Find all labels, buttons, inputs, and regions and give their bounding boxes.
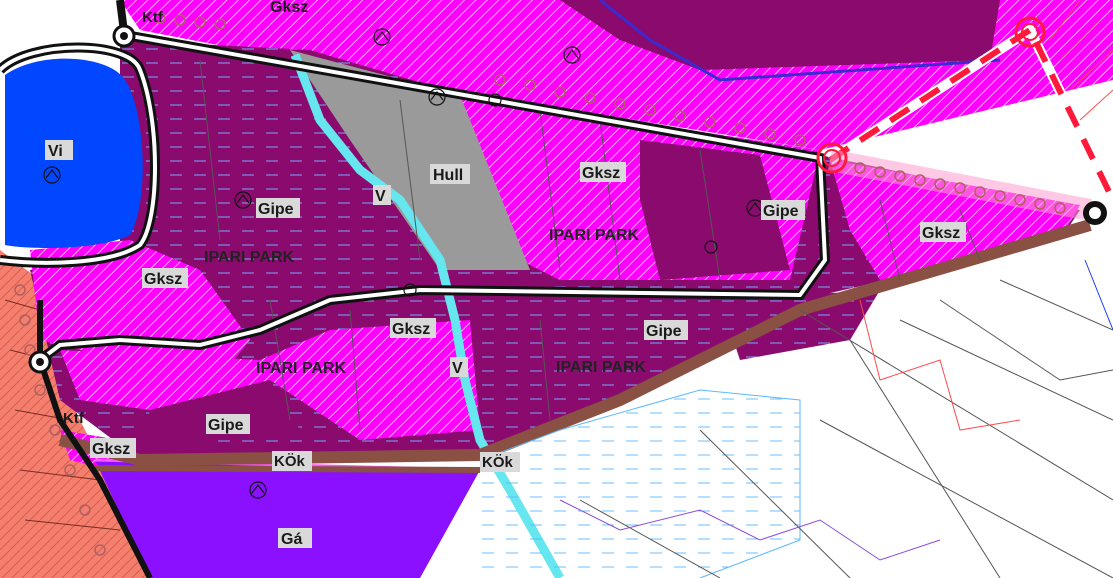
hull-zone [290, 50, 530, 270]
road-label-ktf: Ktf [142, 9, 164, 26]
svg-text:Gksz: Gksz [582, 165, 620, 182]
west-road [37, 300, 153, 578]
zone-label-gksz: Gksz [390, 318, 436, 338]
junction-marker-icon [1014, 16, 1046, 48]
park-label: IPARI PARK [556, 359, 647, 376]
zone-label-gipe: Gipe [256, 198, 300, 218]
svg-text:KÖk: KÖk [482, 454, 514, 471]
svg-text:Gipe: Gipe [646, 323, 682, 340]
zone-label-gksz: Gksz [90, 438, 136, 458]
zone-label-gksz: Gksz [142, 268, 188, 288]
gipe-zone-block-a [640, 140, 790, 280]
top-right-boundary [599, 0, 1001, 82]
utility-symbol-icon [43, 28, 764, 499]
boundary-circles [14, 12, 806, 556]
vi-zone [5, 58, 143, 248]
svg-text:Gksz: Gksz [144, 271, 182, 288]
svg-text:Vi: Vi [48, 143, 63, 160]
park-label: IPARI PARK [204, 249, 295, 266]
svg-text:KÖk: KÖk [274, 453, 306, 470]
flood-zone-outline [479, 389, 801, 578]
zone-label-vi: Vi [45, 140, 73, 160]
zone-label-gksz: Gksz [580, 162, 626, 182]
svg-text:Gksz: Gksz [922, 225, 960, 242]
zone-label-hull: Hull [430, 164, 470, 184]
svg-text:Gksz: Gksz [270, 0, 308, 16]
junction-marker-icon [816, 142, 848, 174]
zone-label-v: V [373, 185, 391, 205]
road-label-kok: KÖk [272, 451, 312, 471]
svg-text:Gksz: Gksz [392, 321, 430, 338]
node-marker-icon [1083, 201, 1107, 225]
park-label: IPARI PARK [256, 360, 347, 377]
svg-text:Gksz: Gksz [92, 441, 130, 458]
roundabout-icon [112, 24, 136, 48]
parcel-lines [199, 59, 1113, 578]
park-label: IPARI PARK [549, 227, 640, 244]
rail-circles [854, 162, 1066, 214]
zone-label-gipe: Gipe [761, 200, 805, 220]
purple-boundary-line [559, 499, 941, 561]
svg-text:V: V [375, 188, 386, 205]
zone-label-gipe: Gipe [206, 414, 250, 434]
railway-dashes [828, 25, 1113, 202]
main-road-inner [38, 33, 828, 362]
svg-text:Hull: Hull [433, 167, 463, 184]
svg-text:Gipe: Gipe [258, 201, 294, 218]
zone-label-v: V [450, 357, 468, 377]
roundabout-icon [28, 350, 52, 374]
ring-road-inner [0, 45, 157, 265]
flood-zone [480, 390, 800, 578]
road-label-kok: KÖk [480, 452, 520, 472]
svg-text:V: V [452, 360, 463, 377]
zone-label-gipe: Gipe [644, 320, 688, 340]
rail-corridor [827, 149, 1093, 221]
zone-label-gksz: Gksz [920, 222, 966, 242]
ga-zone [95, 460, 480, 578]
red-parcel-lines [859, 0, 1113, 431]
svg-text:Gipe: Gipe [208, 417, 244, 434]
zone-label-gksz: Gksz [270, 0, 308, 16]
svg-text:Gá: Gá [281, 531, 302, 548]
road-label-ktf: Ktf [63, 410, 85, 427]
zone-label-ga: Gá [278, 528, 312, 548]
svg-text:Gipe: Gipe [763, 203, 799, 220]
blue-line-right [1084, 259, 1113, 331]
gipe-zone-block-c [720, 290, 880, 360]
